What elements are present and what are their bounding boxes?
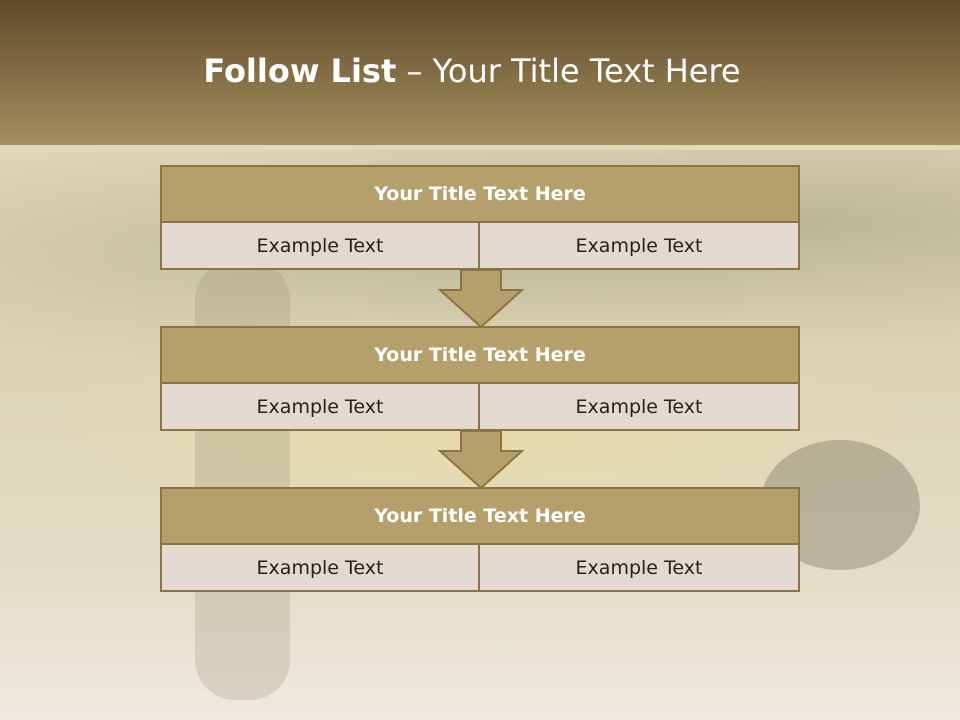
block-cell-right: Example Text [480,384,798,429]
list-block-3: Your Title Text Here Example Text Exampl… [160,487,800,592]
block-title: Your Title Text Here [162,167,798,223]
block-cell-left: Example Text [162,384,480,429]
block-title: Your Title Text Here [162,489,798,545]
title-bold: Follow List [203,52,397,90]
list-block-2: Your Title Text Here Example Text Exampl… [160,326,800,431]
block-cell-left: Example Text [162,223,480,268]
block-cell-right: Example Text [480,545,798,590]
block-cell-left: Example Text [162,545,480,590]
down-arrow-icon [438,431,524,489]
title-rest: – Your Title Text Here [396,52,741,90]
list-block-1: Your Title Text Here Example Text Exampl… [160,165,800,270]
page-title: Follow List – Your Title Text Here [0,52,944,90]
header-band [0,0,960,145]
down-arrow-icon [438,270,524,328]
block-cell-right: Example Text [480,223,798,268]
block-title: Your Title Text Here [162,328,798,384]
